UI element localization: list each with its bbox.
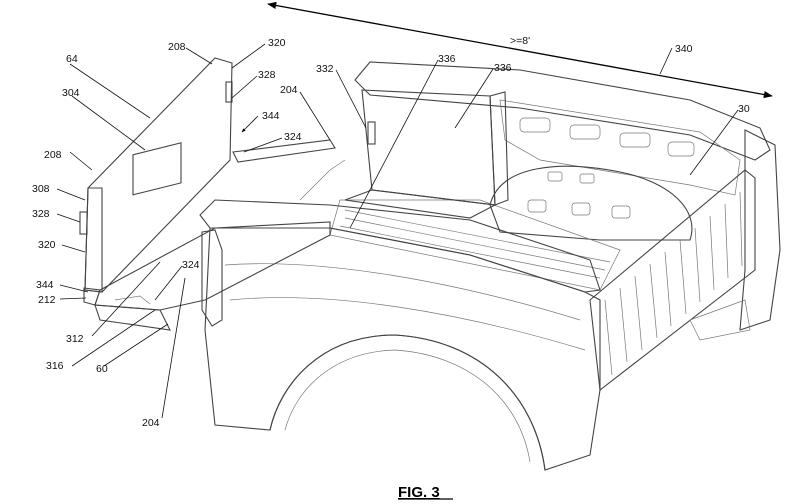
label-60: 60 xyxy=(96,363,108,375)
label-308: 308 xyxy=(32,183,50,195)
label-336-left: 336 xyxy=(438,53,456,65)
label-340: 340 xyxy=(675,43,693,55)
tailgate-extension xyxy=(79,57,336,331)
label-344-top: 344 xyxy=(262,110,280,122)
label-204-bottom: 204 xyxy=(142,417,160,429)
leader-lines xyxy=(56,43,739,419)
label-332: 332 xyxy=(316,63,334,75)
reference-labels: 64 304 208 320 328 344 324 204 332 336 3… xyxy=(32,37,750,429)
dimension-label: >=8' xyxy=(510,35,530,47)
label-212: 212 xyxy=(38,294,56,306)
label-328-top: 328 xyxy=(258,69,276,81)
figure-caption: FIG. 3 xyxy=(398,484,440,501)
label-30: 30 xyxy=(738,103,750,115)
label-336-right: 336 xyxy=(494,62,512,74)
label-208-top: 208 xyxy=(168,41,186,53)
label-64: 64 xyxy=(66,53,78,65)
label-328-left: 328 xyxy=(32,208,50,220)
label-204-top: 204 xyxy=(280,84,298,96)
label-316: 316 xyxy=(46,360,64,372)
label-312: 312 xyxy=(66,333,84,345)
label-324-top: 324 xyxy=(284,131,302,143)
label-324-bottom: 324 xyxy=(182,259,200,271)
bed-divider-panel xyxy=(344,89,509,219)
dimension-arrow xyxy=(267,1,773,99)
label-320-left: 320 xyxy=(38,239,56,251)
label-320-top: 320 xyxy=(268,37,286,49)
truck-bed-body xyxy=(199,61,781,471)
label-344-left: 344 xyxy=(36,279,54,291)
label-208-left: 208 xyxy=(44,149,62,161)
label-304: 304 xyxy=(62,87,80,99)
